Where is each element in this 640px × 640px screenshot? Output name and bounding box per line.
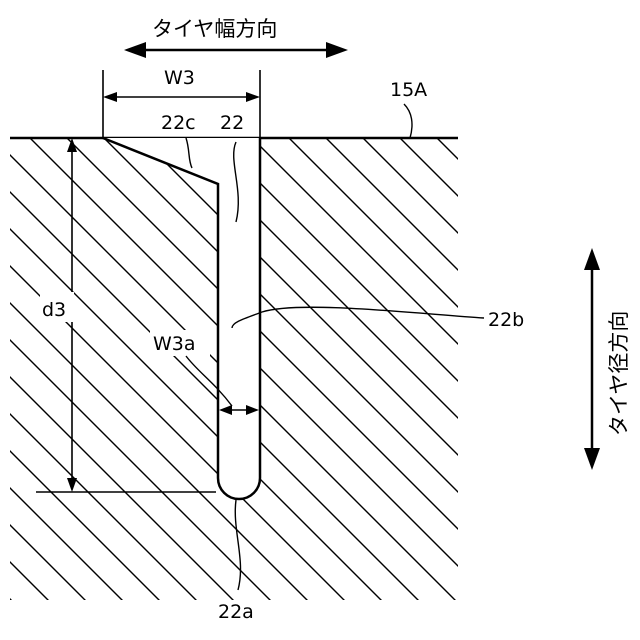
hatch-line <box>0 100 404 640</box>
groove-label: 22 <box>220 112 244 134</box>
hatch-line <box>0 100 108 640</box>
bottom-width-label: W3a <box>153 333 196 355</box>
groove-wall-label: 22b <box>488 309 524 331</box>
hatch-line <box>0 100 330 640</box>
hatch-line <box>399 100 640 640</box>
radial-direction-arrow <box>584 248 600 470</box>
radial-direction-label: タイヤ径方向 <box>607 311 631 436</box>
hatch-line <box>0 100 552 640</box>
groove-outline <box>103 138 260 499</box>
width-direction-label: タイヤ幅方向 <box>152 17 277 41</box>
hatch-line <box>251 100 640 640</box>
groove-bottom-leader <box>235 500 240 590</box>
hatch-line <box>0 100 34 640</box>
surface-label: 15A <box>390 79 427 101</box>
hatch-line <box>66 100 626 640</box>
hatch-line <box>362 100 640 640</box>
w3-arrow-right <box>246 92 260 102</box>
w3-arrow-left <box>103 92 117 102</box>
hatch-line <box>103 100 640 640</box>
d3-label: d3 <box>42 299 66 321</box>
groove-bottom-label: 22a <box>218 601 254 623</box>
surface-leader <box>404 104 412 138</box>
hatching <box>0 100 640 640</box>
hatch-line <box>214 100 640 640</box>
width-direction-arrow <box>124 42 348 58</box>
hatch-line <box>29 100 589 640</box>
chamfer-label: 22c <box>161 112 196 134</box>
d3-arrow-bottom <box>67 478 77 492</box>
w3-label: W3 <box>164 67 195 89</box>
